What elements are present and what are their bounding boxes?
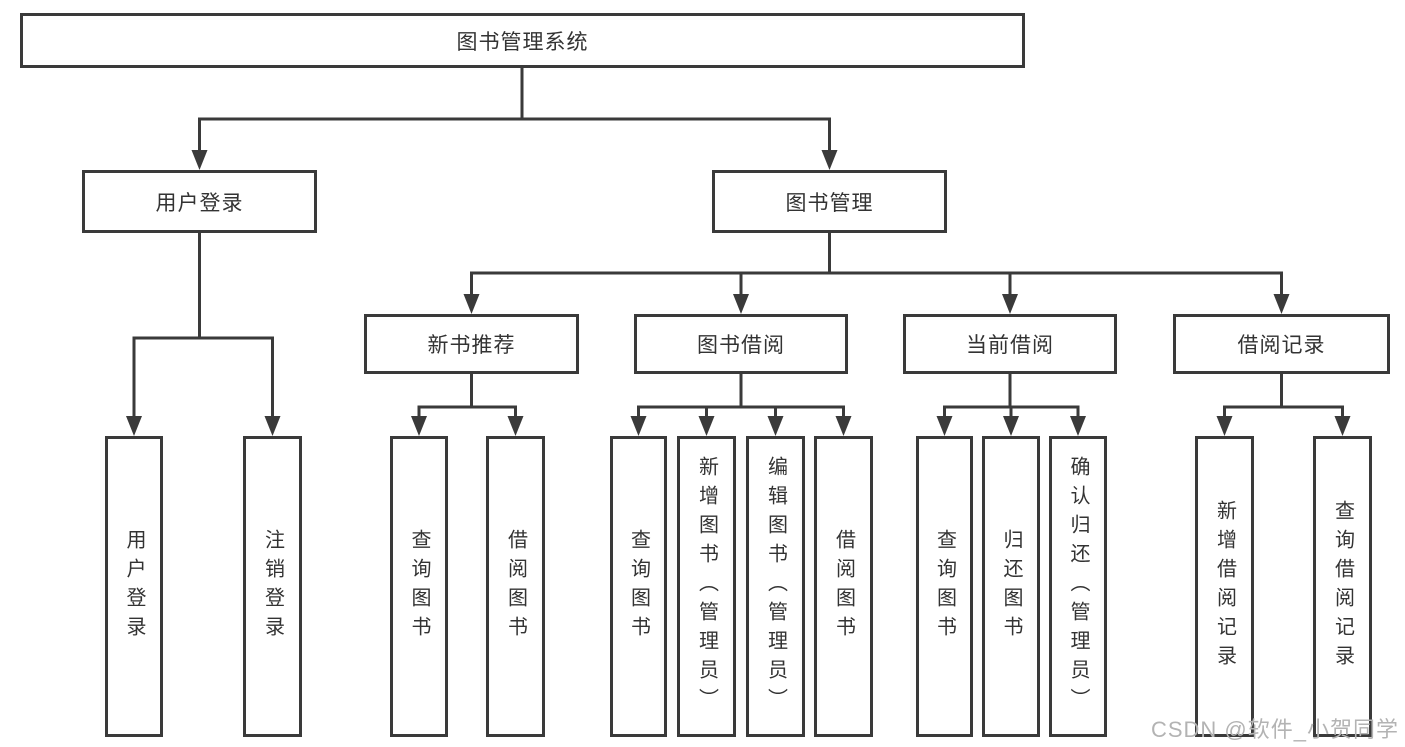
leaf-return-books: 归还图书 [982,436,1040,737]
node-book-borrow: 图书借阅 [634,314,848,374]
leaf-add-books-admin: 新增图书（管理员） [677,436,736,737]
leaf-add-borrow-record: 新增借阅记录 [1195,436,1254,737]
node-label: 查询图书 [408,528,430,645]
node-label: 新书推荐 [427,334,516,357]
node-current-borrow: 当前借阅 [903,314,1117,374]
leaf-user-login: 用户登录 [105,436,163,737]
node-label: 编辑图书（管理员） [764,456,787,717]
node-book-management: 图书管理 [712,170,947,233]
node-label: 借阅图书 [504,528,527,645]
leaf-logout: 注销登录 [243,436,302,737]
node-label: 当前借阅 [966,334,1054,357]
node-label: 新增图书（管理员） [695,456,718,717]
node-label: 确认归还（管理员） [1067,456,1089,717]
node-label: 图书管理 [785,191,874,215]
node-user-login: 用户登录 [82,170,317,233]
watermark: CSDN @软件_小贺同学 [1150,717,1399,742]
leaf-borrow-books-recommend: 借阅图书 [486,436,545,737]
node-label: 查询借阅记录 [1331,499,1354,674]
node-label: 用户登录 [155,191,244,215]
node-label: 借阅记录 [1237,334,1326,357]
node-label: 归还图书 [1000,528,1022,645]
leaf-edit-books-admin: 编辑图书（管理员） [746,436,805,737]
node-label: 新增借阅记录 [1213,499,1236,674]
leaf-query-books-borrow: 查询图书 [610,436,667,737]
node-label: 用户登录 [123,528,145,645]
node-borrow-records: 借阅记录 [1173,314,1390,374]
node-label: 查询图书 [933,528,956,645]
leaf-query-books-recommend: 查询图书 [390,436,448,737]
node-label: 查询图书 [627,528,650,645]
node-new-book-recommend: 新书推荐 [364,314,579,374]
node-label: 图书管理系统 [456,30,589,54]
node-label: 借阅图书 [832,528,855,645]
leaf-query-books-current: 查询图书 [916,436,973,737]
leaf-query-borrow-record: 查询借阅记录 [1313,436,1372,737]
node-library-management-system: 图书管理系统 [20,13,1025,68]
node-label: 图书借阅 [697,334,785,357]
leaf-borrow-books: 借阅图书 [814,436,873,737]
leaf-confirm-return-admin: 确认归还（管理员） [1049,436,1107,737]
node-label: 注销登录 [261,528,284,645]
